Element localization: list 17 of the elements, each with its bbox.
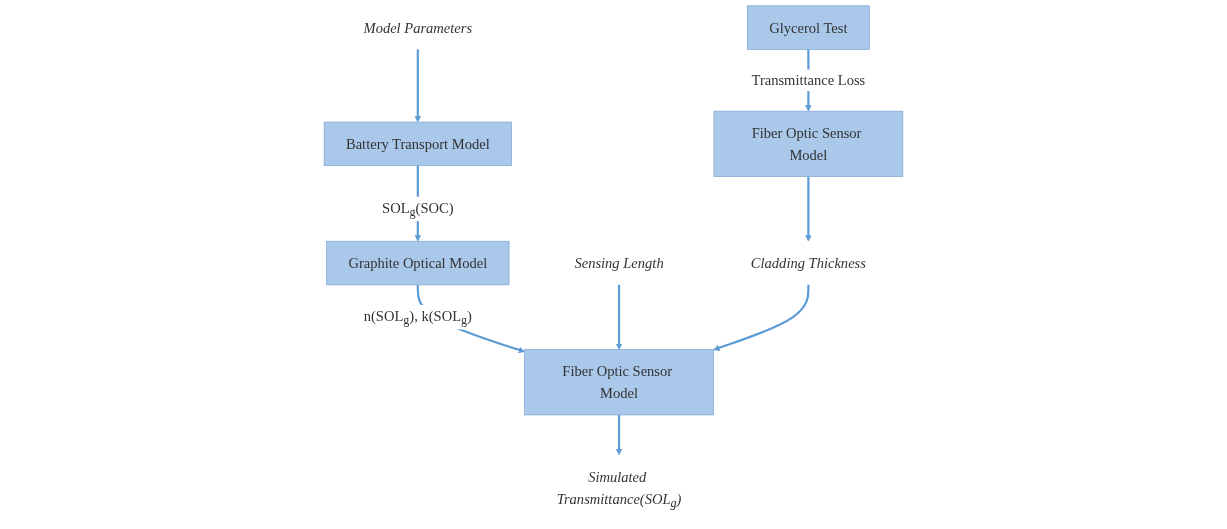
node-box: Fiber Optic Sensor Model — [713, 110, 904, 177]
node-box: Battery Transport Model — [323, 121, 512, 167]
node-text: Cladding Thickness — [750, 255, 866, 272]
node-text: Sensing Length — [574, 255, 664, 272]
arrow — [805, 176, 812, 242]
arrow — [414, 49, 421, 123]
node-text: Simulated Transmittance(SOL$_{g}$) — [556, 468, 682, 511]
arrow — [615, 284, 623, 350]
edge-label: Transmittance Loss — [751, 72, 866, 89]
node-text: Model Parameters — [363, 19, 473, 36]
node-box: Glycerol Test — [747, 5, 870, 50]
edge-label: SOL$_{g}$(SOC) — [382, 199, 454, 220]
node-box: Fiber Optic Sensor Model — [524, 349, 714, 416]
node-box: Graphite Optical Model — [326, 240, 510, 286]
arrow — [713, 284, 810, 351]
edge-label: n(SOL$_{g}$), k(SOL$_{g}$) — [363, 307, 472, 328]
arrow — [615, 414, 623, 456]
